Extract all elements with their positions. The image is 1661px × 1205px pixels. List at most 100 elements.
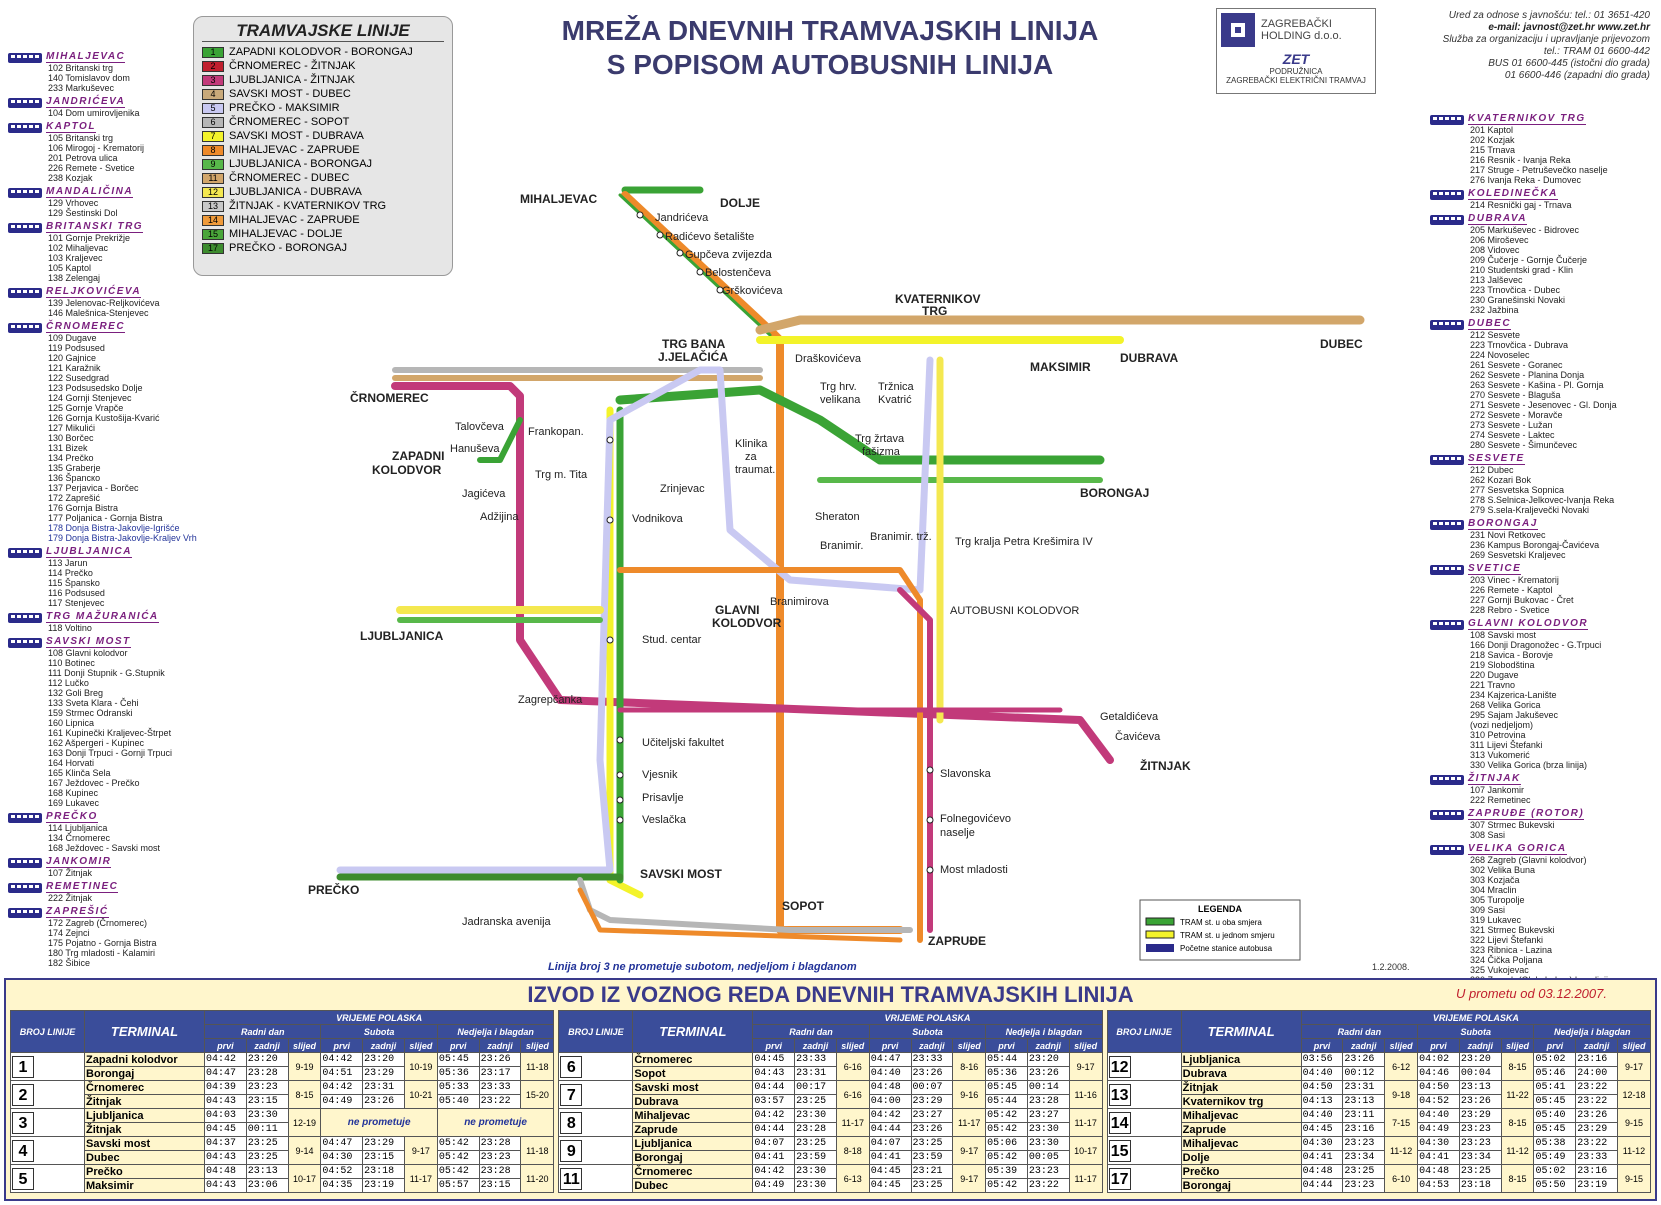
st-vjesnik: Vjesnik [642,769,678,781]
line-number: 17 [1108,1167,1131,1190]
st-studcentar: Stud. centar [642,634,702,646]
th-daytype: Radni dan [203,1024,322,1039]
time-last: 23:13 [245,1164,289,1179]
time-last: 23:29 [910,1094,954,1109]
headway-cell: 9-15 [1616,1108,1651,1137]
bus-terminal-header: MANDALIČINA [8,187,208,198]
st-frankopan: Frankopan. [528,426,584,438]
bus-line-item: 308 Sasi [1470,830,1506,840]
time-first: 05:39 [985,1164,1028,1179]
title-line-1: MREŽA DNEVNIH TRAMVAJSKIH LINIJA [561,15,1099,46]
st-vodnikova: Vodnikova [632,513,684,525]
st-zagrepcanka: Zagrepčanka [518,694,583,706]
route-4-11-east [755,315,1365,335]
terminal-name: DUBEC [1468,318,1512,330]
line-name: LJUBLJANICA - BORONGAJ [229,158,373,170]
stop-marker [616,771,624,779]
bus-line-item: 119 Podsused [48,343,105,353]
st-folnegovicevo-naselje: naselje [940,827,975,839]
bus-line-item: 223 Trnovčica - Dubrava [1470,340,1569,350]
terminal-cell: Zaprude [632,1122,754,1137]
route-14-south [577,887,903,943]
time-first: 05:49 [1533,1150,1577,1165]
th-terminal: TERMINAL [84,1010,205,1053]
st-belostenceva: Belostenčeva [705,267,772,279]
bus-line-item: 310 Petrovina [1470,730,1526,740]
st-dolje: DOLJE [720,196,760,210]
time-first: 04:49 [1417,1122,1460,1137]
contact-line-2[interactable]: e-mail: javnost@zet.hr www.zet.hr [1488,22,1650,33]
bus-line-item: 304 Mraclin [1470,885,1517,895]
bus-line-item: 135 Graberje [48,463,101,473]
st-zaprude: ZAPRUĐE [928,934,986,948]
headway-cell: 11-12 [1500,1136,1535,1165]
headway-cell: 11-22 [1500,1080,1535,1109]
time-last: 23:22 [478,1094,522,1109]
st-klinika-traumat: traumat. [735,464,775,476]
bus-line-item: 222 Žitnjak [48,893,93,903]
bus-line-item: 203 Vinec - Krematorij [1470,575,1559,585]
headway-cell: 11-16 [1068,1080,1103,1109]
terminal-name: BRITANSKI TRG [46,221,144,233]
bus-line-item: 104 Dom umirovljenika [48,108,140,118]
bus-icon [1430,454,1464,465]
headway-cell: 9-17 [952,1136,987,1165]
terminal-name: ČRNOMEREC [46,321,126,333]
time-first: 04:41 [1417,1150,1460,1165]
th-col: slijed [1068,1038,1103,1053]
bus-line-item: 273 Sesvete - Lužan [1470,420,1553,430]
time-first: 05:45 [1533,1094,1577,1109]
line-number: 7 [560,1083,583,1106]
time-last: 23:28 [478,1136,522,1151]
bus-line-item: 159 Strmec Odranski [48,708,133,718]
bus-icon [8,612,42,623]
line-name: PREČKO - MAKSIMIR [229,102,340,114]
stop-marker [716,286,724,294]
bus-line-item: 219 Slobodština [1470,660,1535,670]
bus-line-item: 176 Gornja Bistra [48,503,119,513]
time-last: 23:19 [362,1178,405,1193]
terminal-cell: Žitnjak [84,1094,205,1109]
headway-cell: 8-15 [1500,1052,1535,1081]
legend-tram-both: TRAM st. u oba smjera [1180,918,1262,927]
bus-terminal-header: SESVETE [1430,454,1655,465]
stop-marker [926,766,934,774]
time-first: 04:43 [204,1094,247,1109]
bus-line-item: 132 Goli Breg [48,688,104,698]
headway-cell: 6-16 [835,1052,870,1081]
time-first: 04:42 [752,1108,796,1123]
time-first: 05:50 [1533,1178,1577,1193]
bus-line-item: 274 Sesvete - Laktec [1470,430,1555,440]
time-first: 05:42 [436,1164,480,1179]
st-gupceva: Gupčeva zvijezda [685,249,773,261]
terminal-name: SESVETE [1468,453,1525,465]
contact-line-3: Služba za organizaciju i upravljanje pri… [1442,34,1650,45]
st-precko: PREČKO [308,882,359,897]
terminal-name: GLAVNI KOLODVOR [1468,618,1589,630]
bus-line-item: 115 Špansko [48,578,100,588]
time-last: 23:22 [1575,1094,1618,1109]
time-last: 23:30 [794,1164,837,1179]
th-daytype: Radni dan [752,1024,870,1039]
time-first: 05:06 [985,1136,1028,1151]
stop-marker [926,816,934,824]
st-crnomerec: ČRNOMEREC [350,390,429,405]
time-first: 04:46 [1417,1066,1460,1081]
bus-line-item: 168 Ježdovec - Savski most [48,843,161,853]
headway-cell: 9-16 [952,1080,987,1109]
line-swatch: 13 [202,200,224,212]
bus-terminal-header: KVATERNIKOV TRG [1430,114,1655,125]
bus-line-item: 112 Lučko [48,678,89,688]
time-first: 05:42 [985,1108,1028,1123]
bus-line-item: 205 Markuševec - Bidrovec [1470,225,1580,235]
bus-line-item: 220 Dugave [1470,670,1519,680]
bus-line-item: 133 Sveta Klara - Čehi [48,698,139,708]
time-first: 05:36 [436,1066,480,1081]
terminal-cell: Kvaternikov trg [1180,1094,1302,1109]
